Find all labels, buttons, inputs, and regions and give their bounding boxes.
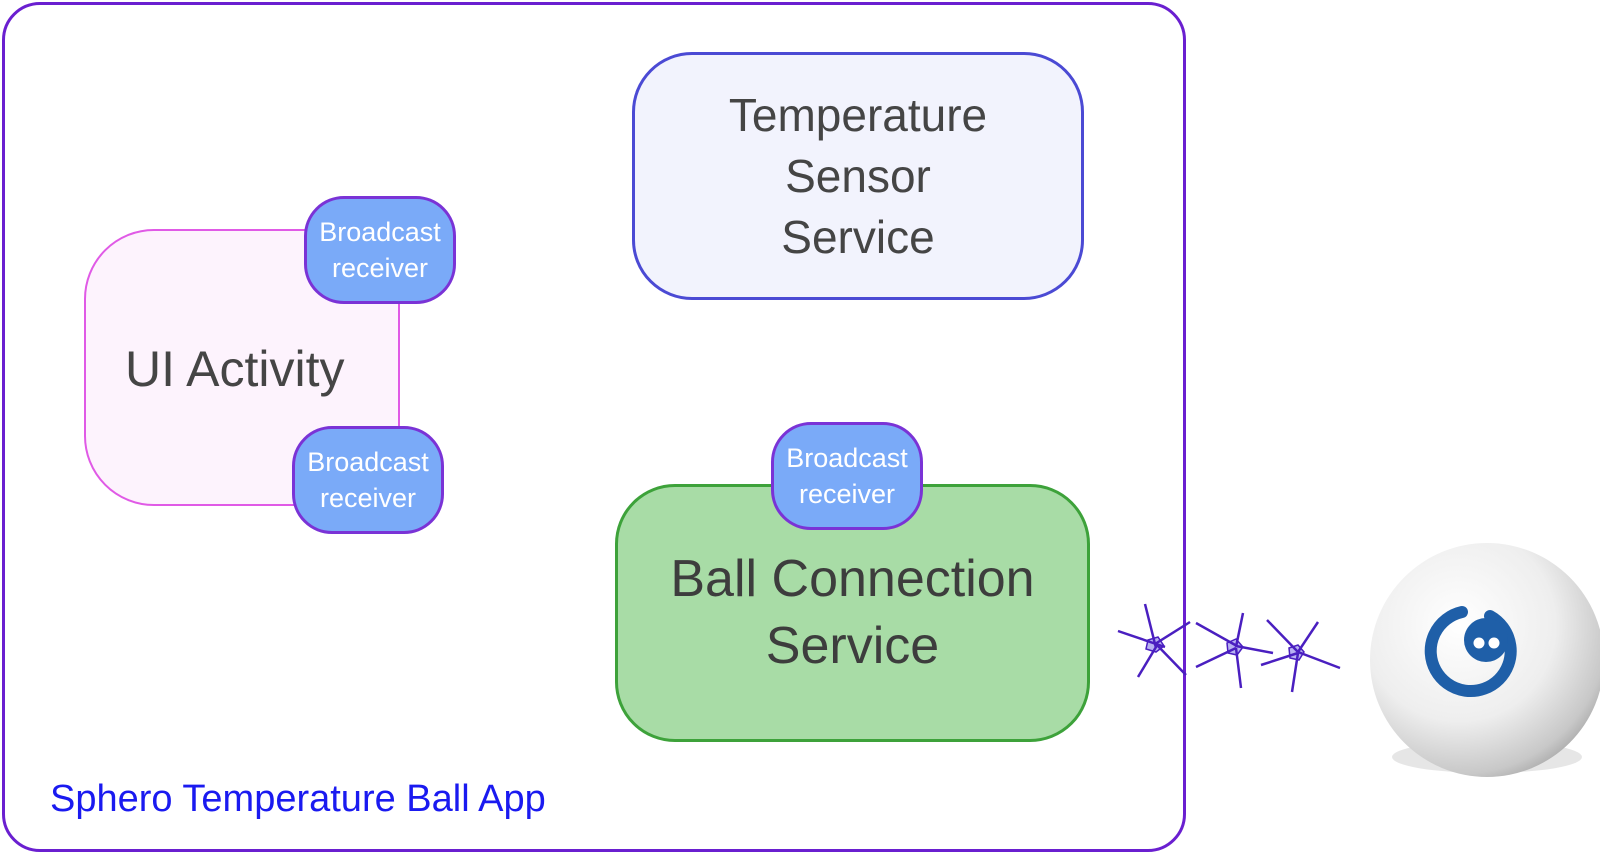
temperature-sensor-service[interactable]: Temperature Sensor Service bbox=[632, 52, 1084, 300]
app-title: Sphero Temperature Ball App bbox=[50, 778, 546, 820]
broadcast-receiver-ui-top[interactable]: Broadcast receiver bbox=[304, 196, 456, 304]
sphero-ball-icon bbox=[1370, 543, 1600, 777]
ui-activity-label: UI Activity bbox=[125, 341, 345, 397]
temperature-sensor-service-label: Temperature Sensor Service bbox=[728, 88, 988, 263]
wireless-signal-icon bbox=[1117, 603, 1341, 693]
ball-connection-service-label: Ball Connection Service bbox=[670, 550, 1035, 675]
broadcast-receiver-ball-service[interactable]: Broadcast receiver bbox=[771, 422, 923, 530]
broadcast-receiver-ui-bottom[interactable]: Broadcast receiver bbox=[292, 426, 444, 534]
